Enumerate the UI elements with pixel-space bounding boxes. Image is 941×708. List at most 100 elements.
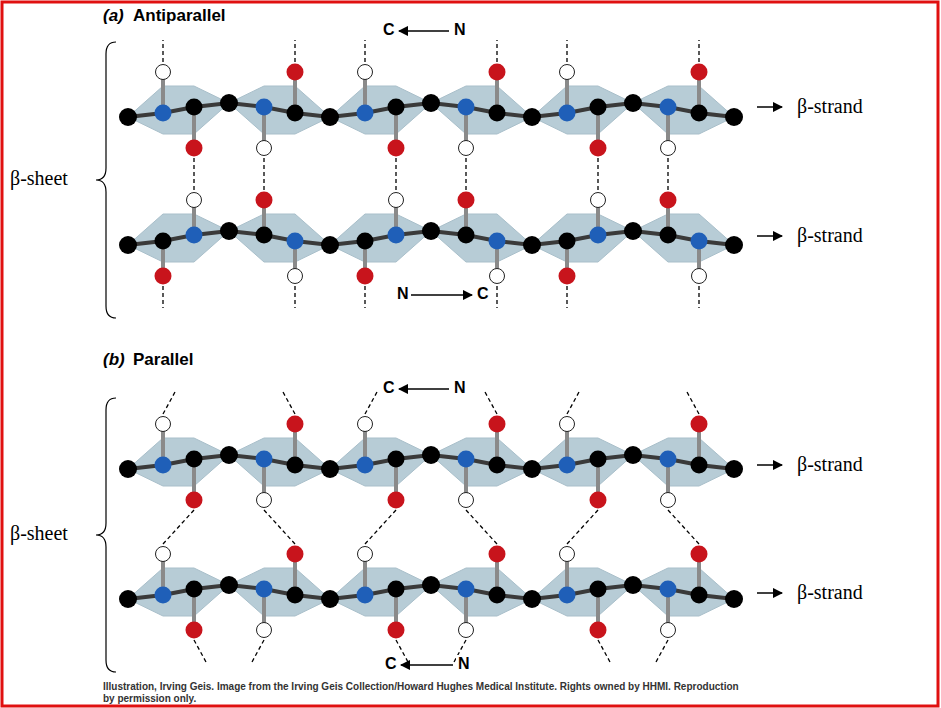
atom — [660, 192, 677, 209]
atom — [590, 140, 607, 157]
atom — [559, 105, 576, 122]
atom — [691, 64, 708, 81]
direction-arrow — [399, 30, 449, 32]
atom — [119, 590, 137, 608]
atom — [422, 222, 440, 240]
atom — [489, 587, 506, 604]
atom — [422, 576, 440, 594]
atom — [661, 493, 676, 508]
atom — [256, 227, 273, 244]
atom — [725, 236, 743, 254]
terminus-label: C — [383, 655, 399, 673]
credit-caption: Illustration, Irving Geis. Image from th… — [103, 681, 743, 704]
terminus-label: N — [456, 655, 472, 673]
atom — [691, 105, 708, 122]
hydrogen-bond — [598, 640, 610, 662]
atom — [560, 417, 575, 432]
atom — [358, 417, 373, 432]
atom — [660, 581, 677, 598]
hydrogen-bond — [252, 640, 264, 662]
atom — [523, 590, 541, 608]
atom — [489, 105, 506, 122]
hydrogen-bond — [163, 392, 175, 414]
atom — [691, 233, 708, 250]
atom — [458, 192, 475, 209]
hydrogen-bond — [294, 286, 295, 308]
atom — [220, 576, 238, 594]
sheet-brace — [96, 42, 116, 318]
beta-strand-model — [119, 546, 743, 639]
atom — [287, 416, 304, 433]
beta-strand-model — [119, 416, 743, 509]
direction-arrow — [411, 294, 472, 296]
atom — [256, 192, 273, 209]
atom — [559, 268, 576, 285]
atom — [155, 105, 172, 122]
atom — [523, 108, 541, 126]
panel-title: Parallel — [131, 350, 196, 370]
atom — [220, 446, 238, 464]
sheet-label: β-sheet — [8, 522, 70, 545]
atom — [458, 99, 475, 116]
atom — [459, 623, 474, 638]
atom — [119, 236, 137, 254]
terminus-label: C — [475, 285, 491, 303]
atom — [357, 587, 374, 604]
atom — [119, 460, 137, 478]
atom — [155, 268, 172, 285]
hydrogen-bond — [485, 392, 497, 414]
atom — [155, 587, 172, 604]
atom — [287, 457, 304, 474]
atom — [725, 108, 743, 126]
atom — [489, 416, 506, 433]
hydrogen-bond — [567, 510, 598, 544]
atom — [691, 457, 708, 474]
atom — [287, 105, 304, 122]
hydrogen-bond — [162, 286, 163, 308]
strand-arrow — [757, 106, 782, 108]
atom — [220, 222, 238, 240]
hydrogen-bond — [395, 158, 396, 190]
atom — [321, 108, 339, 126]
atom — [156, 417, 171, 432]
atom — [388, 581, 405, 598]
hydrogen-bond — [264, 510, 295, 544]
atom — [357, 268, 374, 285]
atom — [624, 576, 642, 594]
atom — [661, 623, 676, 638]
hydrogen-bond — [668, 510, 699, 544]
atom — [590, 581, 607, 598]
atom — [559, 587, 576, 604]
atom — [692, 269, 707, 284]
atom — [590, 492, 607, 509]
atom — [489, 233, 506, 250]
atom — [388, 492, 405, 509]
atom — [523, 236, 541, 254]
atom — [256, 451, 273, 468]
terminus-label: N — [452, 379, 468, 397]
atom — [590, 451, 607, 468]
atom — [489, 457, 506, 474]
atom — [288, 269, 303, 284]
atom — [321, 236, 339, 254]
beta-strand-model — [119, 64, 743, 157]
beta-strand-model — [119, 192, 743, 285]
atom — [590, 99, 607, 116]
atom — [287, 233, 304, 250]
hydrogen-bond — [496, 40, 497, 62]
atom — [458, 227, 475, 244]
strand-label: β-strand — [795, 581, 865, 604]
atom — [660, 451, 677, 468]
hydrogen-bond — [698, 286, 699, 308]
direction-arrow — [399, 388, 449, 390]
atom — [220, 94, 238, 112]
hydrogen-bond — [667, 158, 668, 190]
atom — [257, 623, 272, 638]
atom — [256, 99, 273, 116]
hydrogen-bond — [687, 392, 699, 414]
atom — [691, 546, 708, 563]
strand-label: β-strand — [795, 95, 865, 118]
atom — [186, 622, 203, 639]
